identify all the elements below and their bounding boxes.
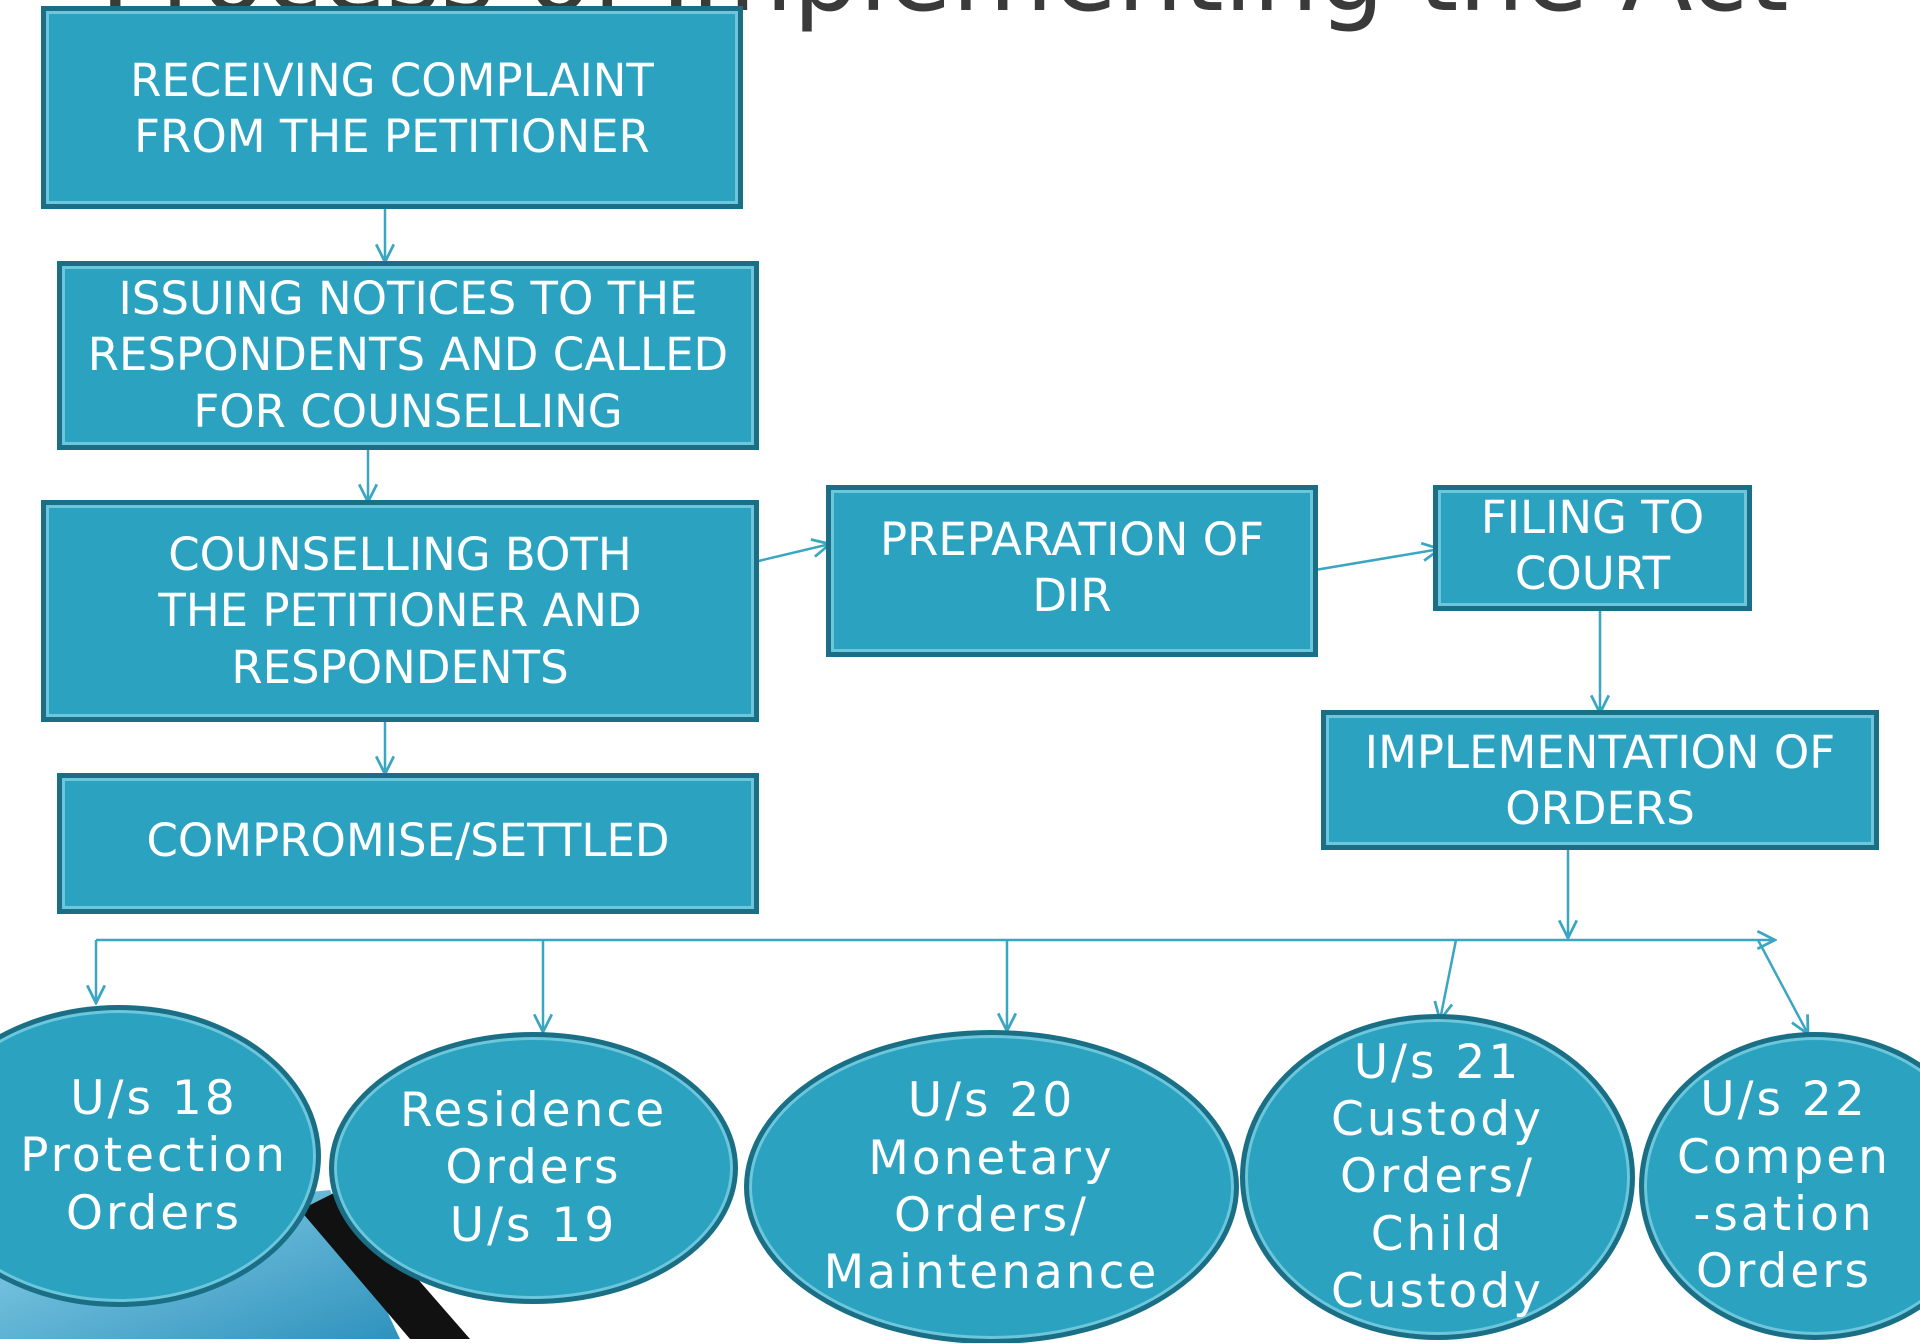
order-custody-us21: U/s 21 Custody Orders/ Child Custody [1241,1015,1634,1339]
order-monetary-us20-label: U/s 20 Monetary Orders/ Maintenance [823,1073,1160,1301]
step-filing-to-court-label: FILING TO COURT [1480,491,1705,601]
step-issuing-notices: ISSUING NOTICES TO THE RESPONDENTS AND C… [58,262,758,449]
step-receiving-complaint: RECEIVING COMPLAINT FROM THE PETITIONER [42,7,742,208]
step-implementation-of-orders: IMPLEMENTATION OF ORDERS [1322,711,1878,849]
order-residence-us19-label: Residence Orders U/s 19 [399,1083,668,1253]
step-issuing-notices-label: ISSUING NOTICES TO THE RESPONDENTS AND C… [87,272,729,438]
step-implementation-of-orders-label: IMPLEMENTATION OF ORDERS [1364,726,1836,836]
order-custody-us21-label: U/s 21 Custody Orders/ Child Custody [1331,1034,1544,1319]
step-preparation-of-dir: PREPARATION OF DIR [827,486,1317,656]
step-filing-to-court: FILING TO COURT [1434,486,1751,610]
step-counselling: COUNSELLING BOTH THE PETITIONER AND RESP… [42,501,758,721]
step-compromise-settled-label: COMPROMISE/SETTLED [146,814,670,867]
step-receiving-complaint-label: RECEIVING COMPLAINT FROM THE PETITIONER [130,54,654,164]
order-residence-us19: Residence Orders U/s 19 [330,1033,737,1303]
step-compromise-settled: COMPROMISE/SETTLED [58,774,758,913]
step-counselling-label: COUNSELLING BOTH THE PETITIONER AND RESP… [158,528,642,694]
order-protection-us18-label: U/s 18 Protection Orders [20,1071,288,1241]
step-preparation-of-dir-label: PREPARATION OF DIR [879,513,1265,623]
order-compensation-us22: U/s 22 Compen -sation Orders [1640,1033,1920,1339]
order-compensation-us22-label: U/s 22 Compen -sation Orders [1677,1072,1891,1300]
order-monetary-us20: U/s 20 Monetary Orders/ Maintenance [745,1031,1238,1343]
